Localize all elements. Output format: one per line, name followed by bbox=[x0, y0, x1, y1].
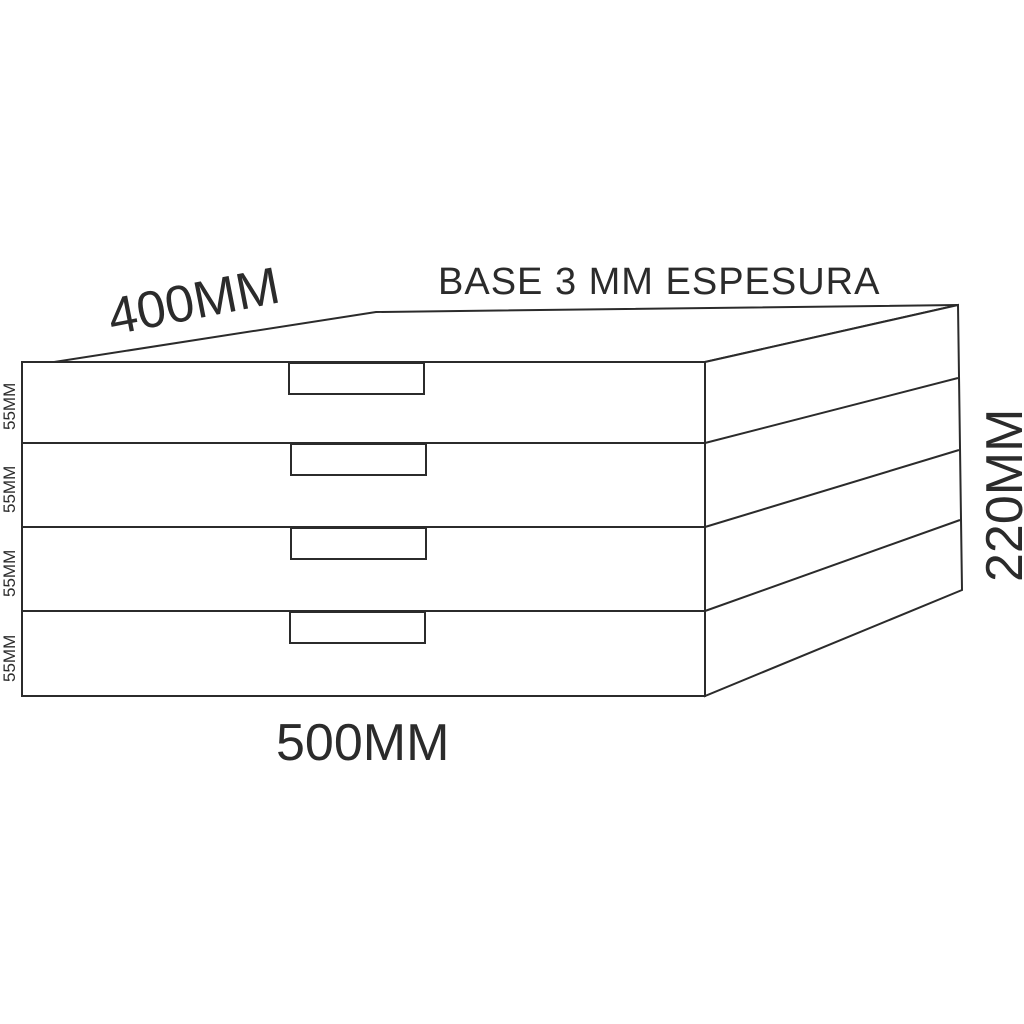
drawer-height-label-1: 55MM bbox=[0, 383, 19, 430]
side-divider-3 bbox=[704, 519, 961, 612]
drawer-handle-1 bbox=[288, 362, 425, 395]
drawer-height-label-2: 55MM bbox=[0, 466, 19, 513]
drawer-handle-2 bbox=[290, 443, 427, 476]
drawer-handle-4 bbox=[289, 611, 426, 644]
drawer-height-label-3: 55MM bbox=[0, 550, 19, 597]
drawer-handle-3 bbox=[290, 527, 427, 560]
side-divider-1 bbox=[704, 377, 959, 444]
width-label: 500MM bbox=[276, 714, 449, 772]
right-side-face bbox=[704, 303, 964, 698]
side-divider-2 bbox=[704, 449, 960, 528]
height-label: 220MM bbox=[976, 409, 1024, 582]
drawer-height-label-4: 55MM bbox=[0, 635, 19, 682]
base-thickness-label: BASE 3 MM ESPESURA bbox=[438, 261, 880, 303]
